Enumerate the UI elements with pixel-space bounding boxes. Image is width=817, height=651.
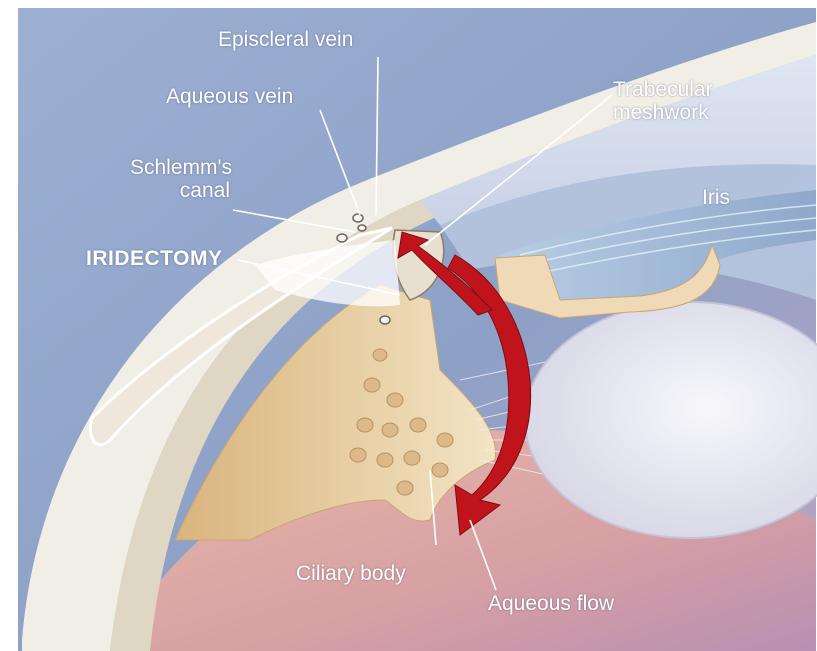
label-aqueous-flow: Aqueous flow (488, 592, 614, 615)
label-iridectomy: IRIDECTOMY (86, 247, 222, 270)
label-iris: Iris (702, 186, 730, 209)
label-aqueous-vein: Aqueous vein (166, 85, 293, 108)
label-episcleral-vein: Episcleral vein (218, 28, 353, 51)
label-schlemms-canal: Schlemm's canal (130, 156, 230, 202)
label-trabecular-meshwork: Trabecular meshwork (613, 78, 713, 124)
label-ciliary-body: Ciliary body (296, 562, 406, 585)
